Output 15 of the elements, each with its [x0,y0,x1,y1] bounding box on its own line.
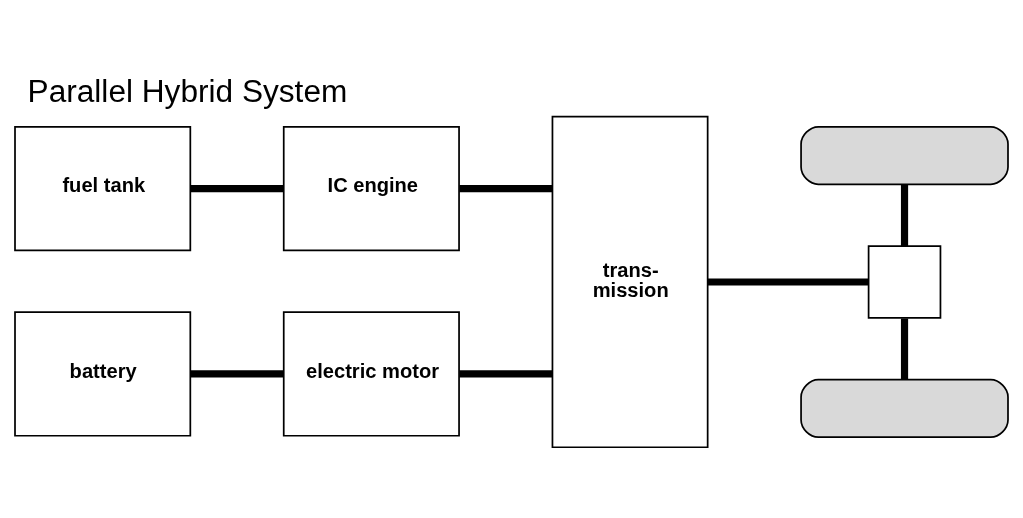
node-box: fuel tank [14,125,192,252]
connector [459,185,553,193]
node-box [800,378,1009,439]
diagram-title: Parallel Hybrid System [27,72,348,109]
connector [190,185,284,193]
node-box: trans- mission [551,115,709,449]
node-box [800,125,1009,186]
node-box: electric motor [282,311,460,437]
node-box [867,245,942,319]
connector [190,370,284,378]
node-box: IC engine [282,125,460,252]
connector [459,370,553,378]
connector [707,278,869,286]
connector [900,184,909,247]
node-box: battery [14,311,192,437]
